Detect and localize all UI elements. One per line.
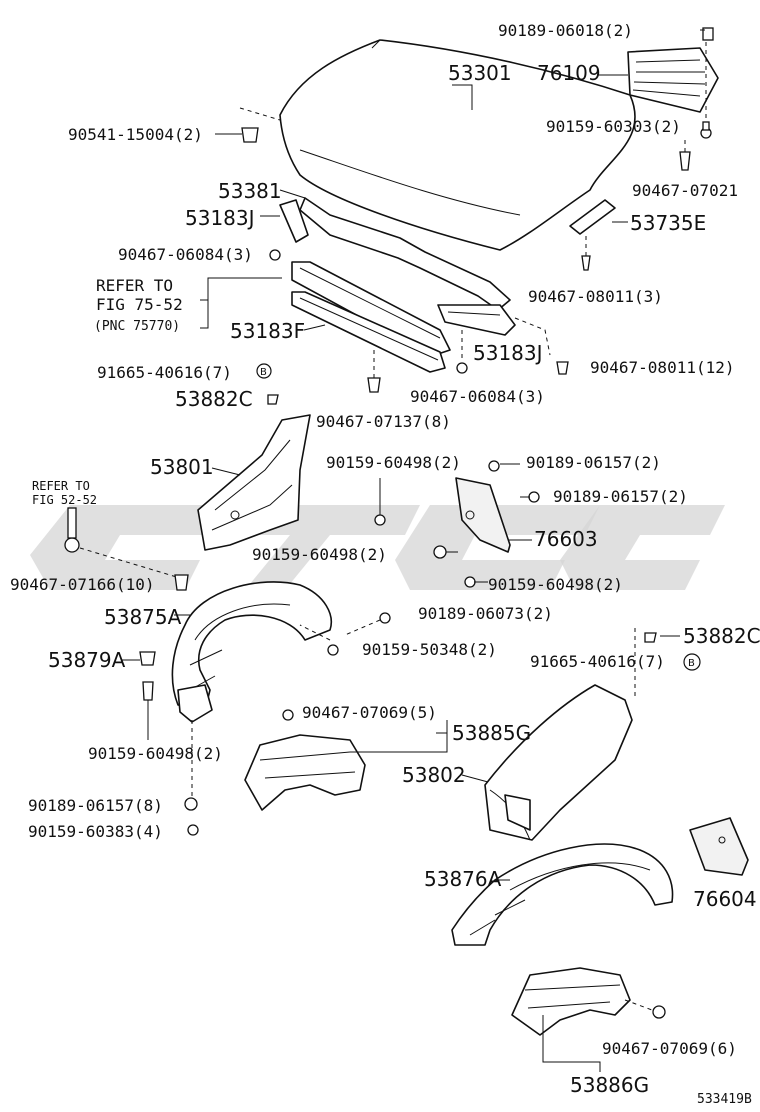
svg-text:B: B <box>260 367 267 378</box>
label-refer-52-2: FIG 52-52 <box>32 493 97 507</box>
label-refer-to-2: FIG 75-52 <box>96 295 183 314</box>
bracket-53735E <box>569 199 616 235</box>
label-90189-06018: 90189-06018(2) <box>498 21 633 40</box>
label-90159-50348: 90159-50348(2) <box>362 640 497 659</box>
label-53735E: 53735E <box>630 211 706 235</box>
clip-90467-07069-6 <box>652 1005 666 1019</box>
svg-text:B: B <box>688 658 695 669</box>
label-53882C-upper: 53882C <box>175 387 253 411</box>
clip-90467-06084-lower <box>456 362 468 374</box>
label-90467-07166: 90467-07166(10) <box>10 575 155 594</box>
label-90467-06084-lower: 90467-06084(3) <box>410 387 545 406</box>
clip-90189-06157-8 <box>184 797 198 811</box>
fender-liner-53875A <box>171 581 332 723</box>
label-53801: 53801 <box>150 455 214 479</box>
label-90189-06073: 90189-06073(2) <box>418 604 553 623</box>
clip-53879A <box>139 651 156 666</box>
label-90159-60498-a: 90159-60498(2) <box>326 453 461 472</box>
label-53885G: 53885G <box>452 721 531 745</box>
clip-90467-07021 <box>679 151 691 171</box>
clip-90467-06084-upper <box>269 249 281 261</box>
figure-id: 533419B <box>697 1092 752 1107</box>
label-53183J-upper: 53183J <box>185 206 255 230</box>
label-76604: 76604 <box>693 887 757 911</box>
hood-panel <box>279 39 636 251</box>
bracket-53183J-upper <box>279 199 309 243</box>
label-53875A: 53875A <box>104 605 182 629</box>
label-90467-08011-3: 90467-08011(3) <box>528 287 663 306</box>
label-90467-07137: 90467-07137(8) <box>316 412 451 431</box>
label-90467-07021: 90467-07021 <box>632 181 738 200</box>
clip-90467-07069-5 <box>282 709 294 721</box>
mudflap-76603 <box>455 477 511 553</box>
badge-b-upper: B <box>256 363 272 379</box>
label-90159-60303: 90159-60303(2) <box>546 117 681 136</box>
label-53886G: 53886G <box>570 1073 649 1097</box>
clip-90467-07137 <box>367 377 381 393</box>
bolt-90467-07166 <box>64 507 80 553</box>
screw-90159-60498-b <box>433 545 447 559</box>
label-90467-07069-6: 90467-07069(6) <box>602 1039 737 1058</box>
screw-90159-60498-a <box>374 514 386 526</box>
label-90189-06157-b: 90189-06157(2) <box>553 487 688 506</box>
hood-dash-line <box>239 107 281 121</box>
label-90467-07069-5: 90467-07069(5) <box>302 703 437 722</box>
label-refer-52-1: REFER TO <box>32 479 90 493</box>
engine-undercover-53885G <box>244 734 366 811</box>
label-76603: 76603 <box>534 527 598 551</box>
label-90159-60498-c: 90159-60498(2) <box>488 575 623 594</box>
clip-90467-08011-3 <box>581 255 591 271</box>
clip-90467-08011-12 <box>556 361 569 375</box>
clip-90189-06018 <box>702 27 714 41</box>
nut-53882C-lower <box>644 632 657 643</box>
label-76109: 76109 <box>537 61 601 85</box>
screw-90159-60498-d <box>142 681 154 701</box>
label-90189-06157-8: 90189-06157(8) <box>28 796 163 815</box>
label-90541-15004: 90541-15004(2) <box>68 125 203 144</box>
label-53882C-lower: 53882C <box>683 624 760 648</box>
label-refer-to-1: REFER TO <box>96 276 173 295</box>
watermark-logo <box>30 505 725 590</box>
clip-90189-06157-a <box>488 460 500 472</box>
clip-90467-07166-near <box>174 574 189 591</box>
label-90189-06157-a: 90189-06157(2) <box>526 453 661 472</box>
clip-90189-06157-b <box>528 491 540 503</box>
label-90159-60383: 90159-60383(4) <box>28 822 163 841</box>
label-90159-60498-b: 90159-60498(2) <box>252 545 387 564</box>
label-90159-60498-d: 90159-60498(2) <box>88 744 223 763</box>
label-53183F: 53183F <box>230 319 305 343</box>
label-53183J-lower: 53183J <box>473 341 543 365</box>
front-fender-53802 <box>484 684 633 841</box>
stopper-90541-15004 <box>241 127 259 143</box>
screw-90159-60498-c <box>464 576 476 588</box>
label-91665-40616-upper: 91665-40616(7) <box>97 363 232 382</box>
support-53183F <box>291 261 451 373</box>
bracket-53183J-lower <box>437 304 516 336</box>
clip-90189-06073 <box>379 612 391 624</box>
label-53876A: 53876A <box>424 867 502 891</box>
engine-undercover-53886G <box>511 967 631 1036</box>
mudflap-76604 <box>689 817 749 876</box>
label-91665-40616-lower: 91665-40616(7) <box>530 652 665 671</box>
label-53879A: 53879A <box>48 648 126 672</box>
label-90467-06084-upper: 90467-06084(3) <box>118 245 253 264</box>
nut-53882C-upper <box>267 394 279 405</box>
screw-90159-60383 <box>187 824 199 836</box>
fender-liner-53876A <box>451 843 674 946</box>
label-53381: 53381 <box>218 179 282 203</box>
fender-apron-53801 <box>197 414 311 551</box>
hood-scoop <box>627 47 719 113</box>
label-refer-to-3: (PNC 75770) <box>94 319 180 334</box>
label-53802: 53802 <box>402 763 466 787</box>
label-53301: 53301 <box>448 61 512 85</box>
bolt-90159-60303 <box>700 121 712 139</box>
badge-b-lower: B <box>683 653 701 671</box>
label-90467-08011-12: 90467-08011(12) <box>590 358 735 377</box>
screw-90159-50348 <box>327 644 339 656</box>
